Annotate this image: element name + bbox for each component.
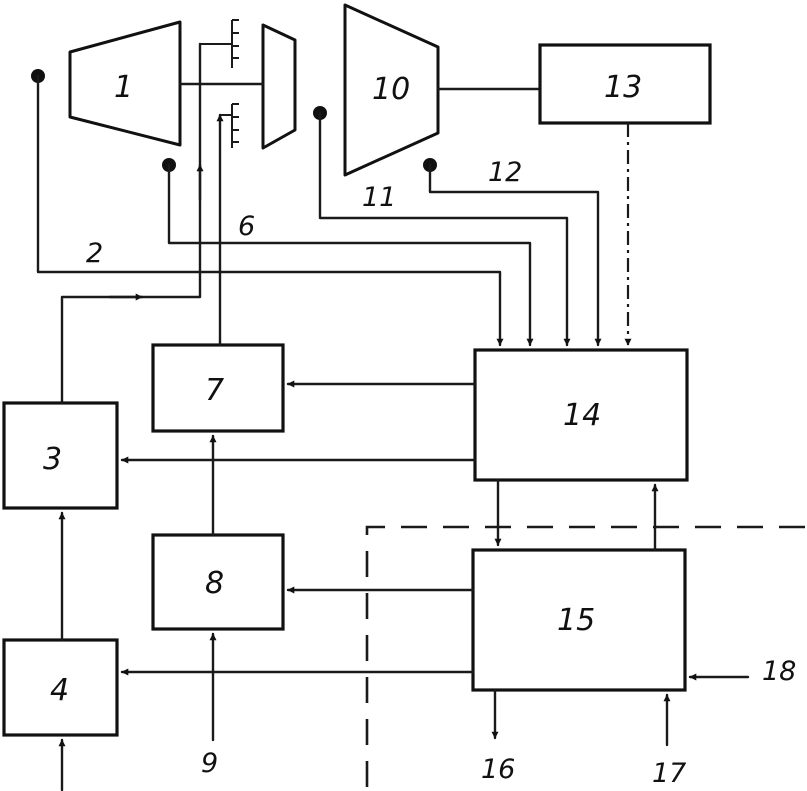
block-7-label: 7 [205, 373, 224, 408]
block-8-label: 8 [205, 566, 224, 601]
line-label-2: 2 [86, 238, 103, 269]
dashed-boundary [365, 525, 805, 790]
line-label-12: 12 [488, 157, 522, 188]
block-15 [471, 548, 687, 692]
line-label-6: 6 [238, 211, 255, 242]
comb-symbol-top [200, 19, 239, 68]
signal-line-12 [428, 163, 602, 347]
block-1-label: 1 [114, 70, 133, 105]
turbine-small-shape [261, 23, 297, 150]
signal-line-2 [36, 74, 504, 347]
block-10-label: 10 [372, 72, 410, 107]
block-13-label: 13 [604, 70, 642, 105]
input-label-18: 18 [762, 656, 796, 687]
comb-symbol-bottom [220, 103, 239, 148]
block-13 [538, 43, 712, 125]
block-1-shape [68, 20, 182, 147]
block-10-shape [343, 3, 440, 177]
block-8 [151, 533, 285, 631]
block-3 [2, 401, 119, 510]
block-3-label: 3 [43, 442, 62, 477]
block-15-label: 15 [557, 603, 595, 638]
signal-line-11 [318, 111, 571, 347]
block-14 [473, 348, 689, 482]
block-4-label: 4 [50, 673, 69, 708]
line-label-11: 11 [362, 182, 396, 213]
output-label-16: 16 [481, 754, 515, 785]
block-7 [151, 343, 285, 433]
input-label-17: 17 [652, 758, 686, 789]
input-label-9: 9 [201, 748, 218, 779]
block-4 [2, 638, 119, 737]
signal-line-sensor-6 [167, 163, 534, 347]
block-14-label: 14 [563, 398, 601, 433]
